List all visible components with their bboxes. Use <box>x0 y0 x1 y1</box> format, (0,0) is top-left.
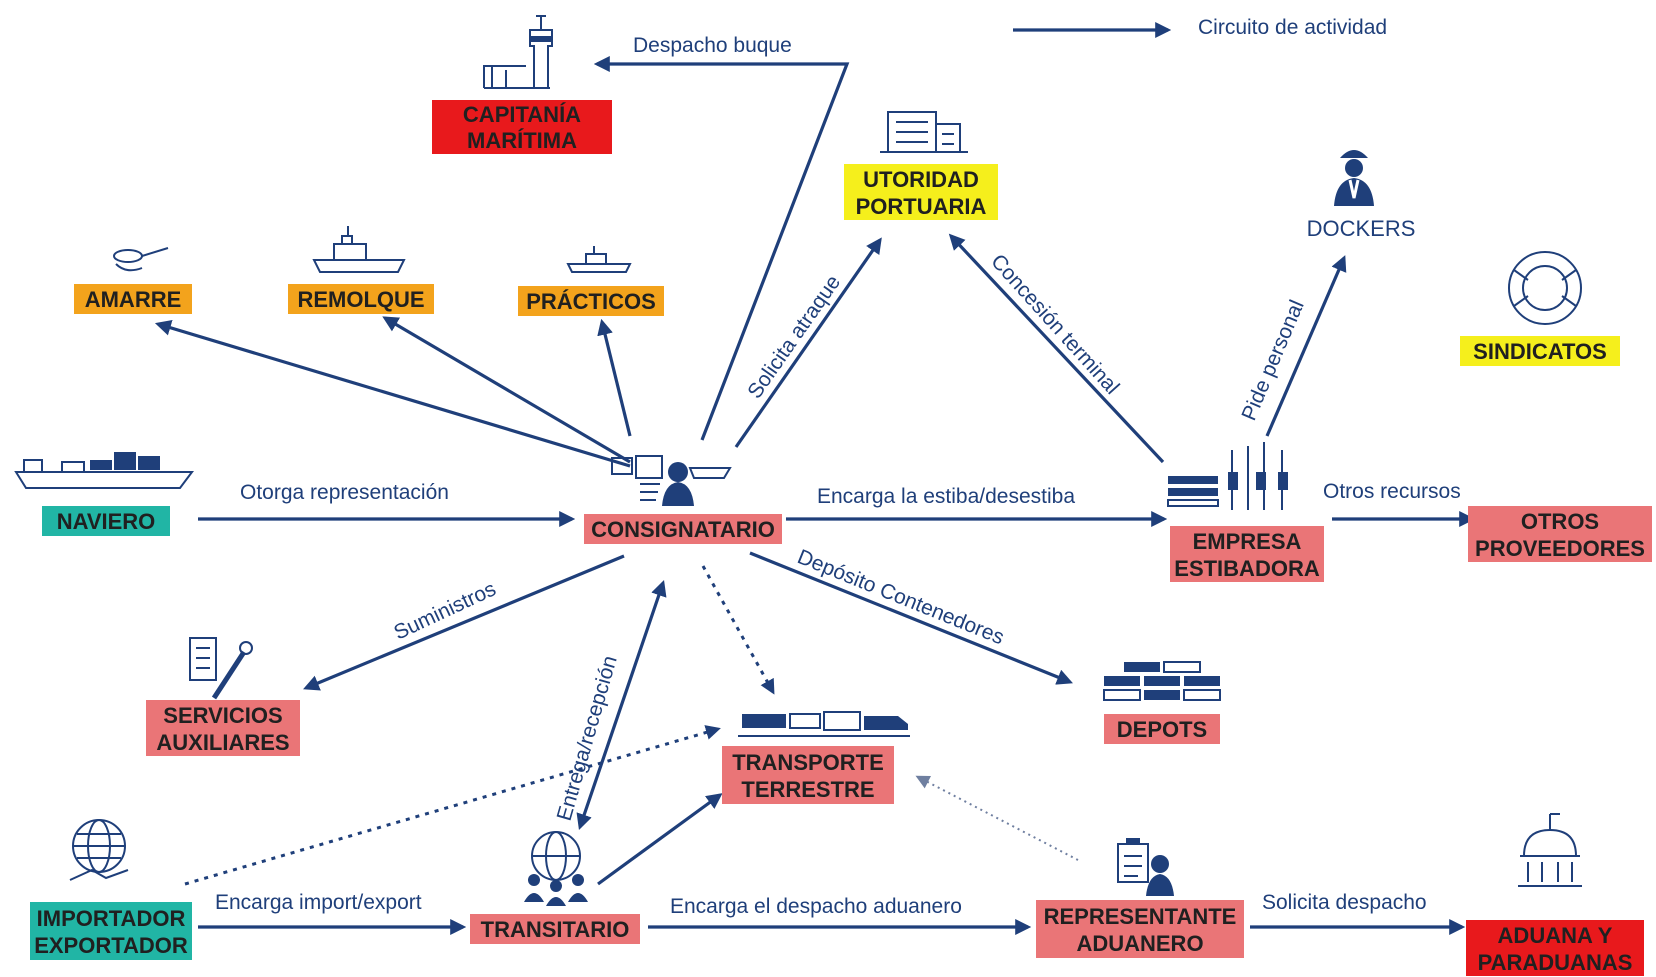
node-dockers-line1: DOCKERS <box>1307 216 1416 241</box>
node-transporte-line1: TRANSPORTE <box>732 750 884 775</box>
node-otros-line2: PROVEEDORES <box>1475 536 1645 561</box>
globe-handshake-icon <box>69 819 129 881</box>
icons <box>14 15 1582 906</box>
label-solicita-despacho: Solicita despacho <box>1262 891 1427 914</box>
node-practicos[interactable]: PRÁCTICOS <box>518 286 664 316</box>
node-importador-line1: IMPORTADOR <box>37 906 186 931</box>
label-encarga-estiba: Encarga la estiba/desestiba <box>817 485 1075 508</box>
label-suministros: Suministros <box>390 577 499 644</box>
node-representante-line2: ADUANERO <box>1076 931 1203 956</box>
node-servicios-line1: SERVICIOS <box>163 703 282 728</box>
edge-pide-personal <box>1265 255 1347 437</box>
node-depots[interactable]: DEPOTS <box>1104 714 1220 744</box>
node-servicios-line2: AUXILIARES <box>156 730 289 755</box>
edge-deposito-contenedores <box>749 551 1073 685</box>
node-naviero[interactable]: NAVIERO <box>42 506 170 536</box>
agent-icon <box>611 455 732 506</box>
office-building-icon <box>880 111 968 153</box>
pilot-boat-icon <box>566 246 632 273</box>
label-encarga-import-export: Encarga import/export <box>215 891 422 914</box>
edges <box>154 56 1476 935</box>
node-remolque[interactable]: REMOLQUE <box>288 284 434 314</box>
node-consignatario[interactable]: CONSIGNATARIO <box>584 514 782 544</box>
node-transitario[interactable]: TRANSITARIO <box>470 914 640 944</box>
control-tower-icon <box>483 15 553 89</box>
node-importador-line2: EXPORTADOR <box>34 933 188 958</box>
nodes: CAPITANÍA MARÍTIMA UTORIDAD PORTUARIA DO… <box>30 100 1652 976</box>
node-aduana-line1: ADUANA Y <box>1498 923 1613 948</box>
node-capitania-line2: MARÍTIMA <box>467 128 577 153</box>
label-concesion-terminal: Concesión terminal <box>986 250 1123 399</box>
node-capitania-maritima[interactable]: CAPITANÍA MARÍTIMA <box>432 100 612 154</box>
truck-train-icon <box>738 711 910 737</box>
legend: Circuito de actividad <box>1013 16 1387 39</box>
node-representante-line1: REPRESENTANTE <box>1044 904 1237 929</box>
edge-solicita-atraque <box>734 237 882 448</box>
node-transporte-terrestre[interactable]: TRANSPORTE TERRESTRE <box>722 746 894 804</box>
node-empresa-estibadora[interactable]: EMPRESA ESTIBADORA <box>1170 526 1324 582</box>
node-sindicatos-line1: SINDICATOS <box>1473 339 1607 364</box>
node-dockers[interactable]: DOCKERS <box>1307 216 1416 241</box>
node-transitario-line1: TRANSITARIO <box>481 917 630 942</box>
node-amarre-line1: AMARRE <box>85 287 182 312</box>
tugboat-icon <box>312 226 406 273</box>
mooring-bollard-icon <box>113 247 169 272</box>
edge-to-practicos <box>597 318 632 437</box>
edge-despacho-buque <box>593 56 850 441</box>
edge-importador-transporte <box>184 725 721 886</box>
node-naviero-line1: NAVIERO <box>57 509 156 534</box>
edge-transitario-transporte <box>597 793 723 886</box>
node-capitania-line1: CAPITANÍA <box>463 102 581 127</box>
node-aduana-paraduanas[interactable]: ADUANA Y PARADUANAS <box>1466 920 1644 976</box>
node-autoridad-line2: PORTUARIA <box>856 194 987 219</box>
node-autoridad-line1: UTORIDAD <box>863 167 979 192</box>
node-consignatario-line1: CONSIGNATARIO <box>591 517 775 542</box>
customs-building-icon <box>1518 813 1582 887</box>
label-encarga-despacho-aduanero: Encarga el despacho aduanero <box>670 895 962 918</box>
customs-agent-icon <box>1117 838 1174 896</box>
union-hands-icon <box>1508 251 1582 325</box>
node-depots-line1: DEPOTS <box>1117 717 1207 742</box>
node-aduana-line2: PARADUANAS <box>1478 950 1633 975</box>
edge-to-remolque <box>382 316 631 464</box>
label-otorga-representacion: Otorga representación <box>240 481 449 504</box>
node-otros-proveedores[interactable]: OTROS PROVEEDORES <box>1468 506 1652 562</box>
edge-concesion-terminal <box>948 233 1165 464</box>
node-autoridad-portuaria[interactable]: UTORIDAD PORTUARIA <box>844 164 998 220</box>
cargo-ship-icon <box>14 452 194 489</box>
node-practicos-line1: PRÁCTICOS <box>526 289 656 314</box>
edge-to-amarre <box>154 320 631 468</box>
node-sindicatos[interactable]: SINDICATOS <box>1460 336 1620 366</box>
node-representante-aduanero[interactable]: REPRESENTANTE ADUANERO <box>1036 900 1244 958</box>
node-transporte-line2: TERRESTRE <box>741 777 874 802</box>
edge-representante-transporte <box>915 775 1079 861</box>
edge-consignatario-transporte <box>701 565 775 695</box>
legend-label: Circuito de actividad <box>1198 16 1387 39</box>
label-otros-recursos: Otros recursos <box>1323 480 1461 503</box>
stevedore-cranes-icon <box>1167 442 1288 510</box>
node-amarre[interactable]: AMARRE <box>74 284 192 314</box>
label-deposito-contenedores: Depósito Contenedores <box>794 545 1007 649</box>
node-otros-line1: OTROS <box>1521 509 1599 534</box>
dock-worker-icon <box>1334 150 1374 206</box>
edge-entrega-recepcion <box>576 579 667 831</box>
node-remolque-line1: REMOLQUE <box>297 287 424 312</box>
node-empresa-line1: EMPRESA <box>1193 529 1302 554</box>
node-servicios-auxiliares[interactable]: SERVICIOS AUXILIARES <box>146 700 300 756</box>
node-empresa-line2: ESTIBADORA <box>1174 556 1320 581</box>
tools-icon <box>189 637 253 700</box>
label-despacho-buque: Despacho buque <box>633 34 792 57</box>
edge-suministros <box>303 554 625 691</box>
node-importador-exportador[interactable]: IMPORTADOR EXPORTADOR <box>30 902 192 960</box>
globe-people-icon <box>524 831 588 906</box>
container-stack-icon <box>1103 661 1221 701</box>
